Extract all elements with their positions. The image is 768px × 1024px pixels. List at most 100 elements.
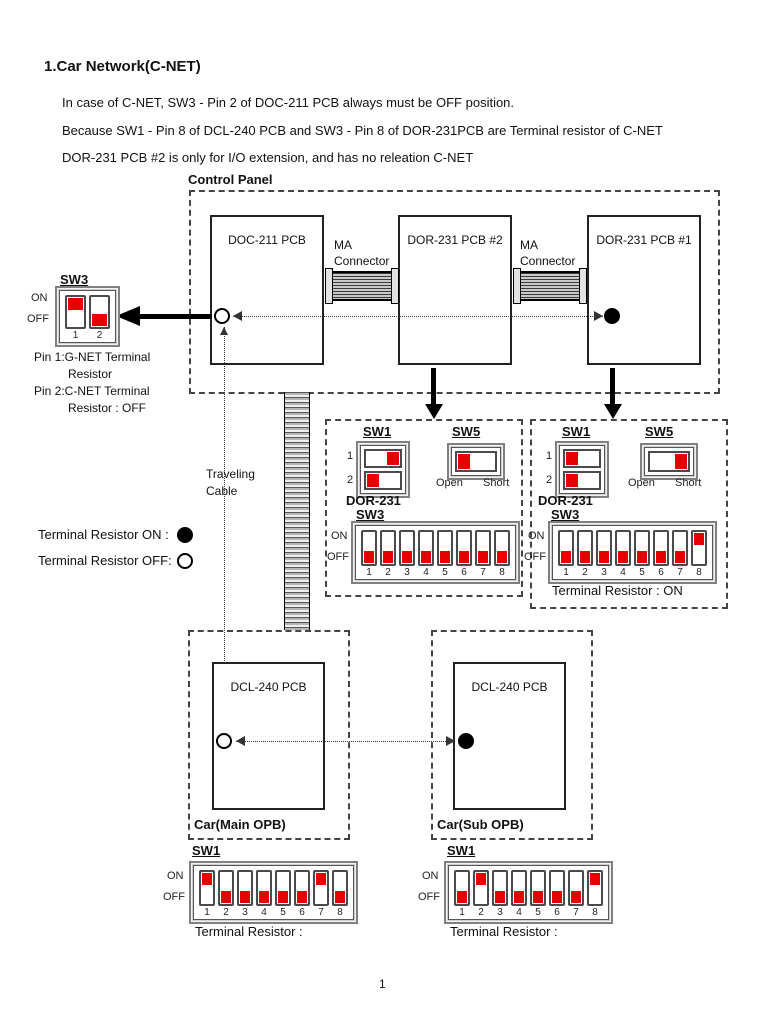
- board-label: DOR-231 PCB #2: [407, 233, 503, 247]
- pin-number: 4: [516, 907, 522, 918]
- terminal-resistor-note: Terminal Resistor :: [195, 924, 303, 939]
- dip-slot: [294, 870, 310, 906]
- dip-slot: [563, 471, 601, 490]
- legend-on-circle: [177, 527, 193, 543]
- terminal-resistor-note: Terminal Resistor :: [450, 924, 558, 939]
- board-label: DOC-211 PCB: [228, 233, 306, 247]
- dip-slot: [380, 530, 396, 566]
- board-label: DOR-231 PCB #1: [596, 233, 692, 247]
- pin-number: 5: [280, 907, 286, 918]
- traveling-cable-label: Traveling Cable: [206, 467, 255, 498]
- pin-number: 6: [658, 567, 664, 578]
- arrowhead-left: [236, 736, 245, 746]
- sw1-label: SW1: [562, 424, 591, 439]
- dip-knob: [364, 551, 374, 563]
- dip-slot: [218, 870, 234, 906]
- row-number: 1: [347, 450, 354, 462]
- pin-number: 7: [480, 567, 486, 578]
- arrowhead-right: [446, 736, 455, 746]
- pin-number: 2: [582, 567, 588, 578]
- dip-knob: [259, 891, 269, 903]
- pin-number: 1: [459, 907, 465, 918]
- short-label: Short: [483, 477, 510, 489]
- dip-slot: [256, 870, 272, 906]
- dip-slot: [587, 870, 603, 906]
- board-label: DCL-240 PCB: [230, 680, 307, 694]
- off-label: OFF: [524, 551, 546, 563]
- dip-slot: [530, 870, 546, 906]
- pin-number: 6: [461, 567, 467, 578]
- dip-slot: [475, 530, 491, 566]
- arrow-shaft: [431, 368, 436, 406]
- on-label: ON: [422, 870, 439, 882]
- on-label: ON: [31, 292, 48, 304]
- dor-settings-box-1: [530, 419, 728, 609]
- dor-231-pcb-2: DOR-231 PCB #2: [398, 215, 512, 365]
- dip-slot: [568, 870, 584, 906]
- open-label: Open: [436, 477, 463, 489]
- dip-knob: [278, 891, 288, 903]
- off-label: OFF: [418, 891, 440, 903]
- dip-knob: [599, 551, 609, 563]
- body-line: DOR-231 PCB #2 is only for I/O extension…: [62, 150, 474, 165]
- dip-slot: [199, 870, 215, 906]
- row-number: 2: [347, 474, 354, 486]
- row-number: 1: [546, 450, 553, 462]
- dip-slot: [563, 449, 601, 468]
- short-label: Short: [675, 477, 702, 489]
- cnet-link-line: [233, 316, 603, 317]
- dip-knob: [514, 891, 524, 903]
- dip-knob: [367, 474, 379, 487]
- pin-number: 2: [385, 567, 391, 578]
- legend-off-circle: [177, 553, 193, 569]
- cnet-link-line: [236, 741, 454, 742]
- ribbon-end-cap: [391, 268, 399, 304]
- dip-slot: [455, 451, 497, 472]
- dip-knob: [656, 551, 666, 563]
- dip-knob: [552, 891, 562, 903]
- dip-knob: [240, 891, 250, 903]
- pin-number: 1: [563, 567, 569, 578]
- dip-slot: [494, 530, 510, 566]
- control-panel-label: Control Panel: [188, 172, 273, 187]
- car-main-opb-box: [188, 630, 350, 840]
- dip-knob: [571, 891, 581, 903]
- pin-number: 8: [696, 567, 702, 578]
- dip-knob: [221, 891, 231, 903]
- dip-knob: [637, 551, 647, 563]
- pin-number: 6: [299, 907, 305, 918]
- dip-slot: [399, 530, 415, 566]
- dip-slot: [361, 530, 377, 566]
- dip-slot: [653, 530, 669, 566]
- on-label: ON: [167, 870, 184, 882]
- page-title: 1.Car Network(C-NET): [44, 58, 201, 75]
- terminal-resistor-on-circle: [458, 733, 474, 749]
- sw1-dip-switch: [356, 441, 410, 498]
- dip-knob: [458, 454, 470, 469]
- sw1-label: SW1: [192, 843, 221, 858]
- sw5-label: SW5: [452, 424, 481, 439]
- on-label: ON: [528, 530, 545, 542]
- terminal-resistor-on-circle: [604, 308, 620, 324]
- dip-knob: [675, 551, 685, 563]
- dip-slot: [473, 870, 489, 906]
- body-line: Because SW1 - Pin 8 of DCL-240 PCB and S…: [62, 123, 663, 138]
- dip-slot: [456, 530, 472, 566]
- row-number: 2: [546, 474, 553, 486]
- page-number: 1: [379, 977, 386, 991]
- dip-knob: [675, 454, 687, 469]
- car-sub-opb-box: [431, 630, 593, 840]
- dor-231-label: DOR-231: [538, 493, 593, 508]
- dip-slot: [332, 870, 348, 906]
- dcl-240-pcb-main: DCL-240 PCB: [212, 662, 325, 810]
- pin-number: 2: [96, 330, 103, 341]
- dip-slot: [364, 449, 402, 468]
- arrow-shaft: [138, 314, 212, 319]
- dip-slot: [648, 451, 690, 472]
- dip-knob: [561, 551, 571, 563]
- dip-slot: [237, 870, 253, 906]
- pin-number: 5: [535, 907, 541, 918]
